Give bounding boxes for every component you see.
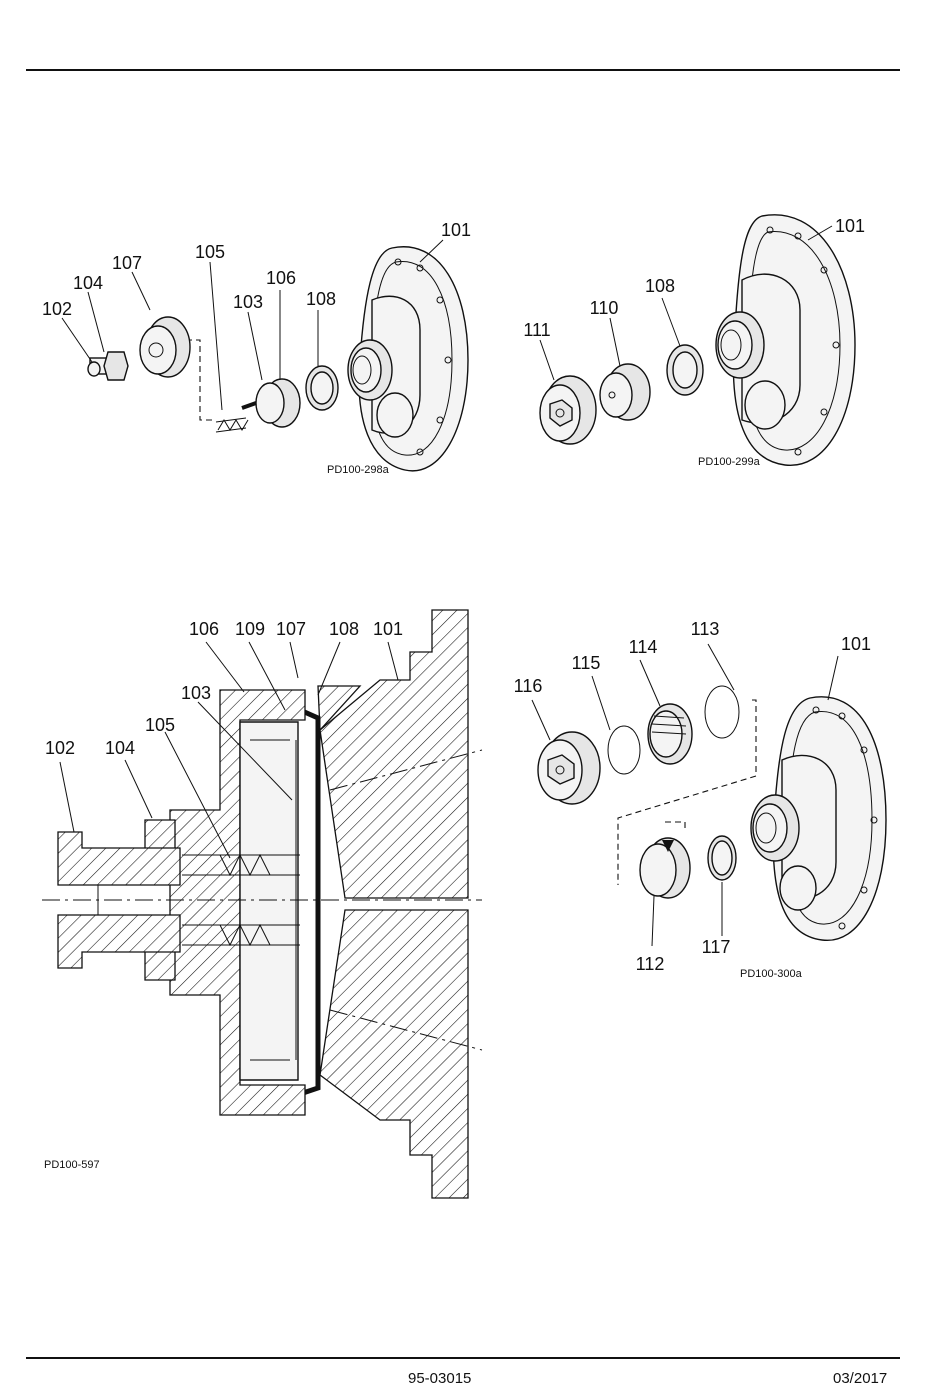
callout-105: 105 — [195, 243, 225, 261]
revision-date: 03/2017 — [833, 1370, 887, 1387]
callout-111: 111 — [523, 321, 550, 339]
housing-101-drawing — [348, 247, 468, 471]
plug-112-drawing — [640, 838, 690, 898]
exploded-view-valve-assembly: 101 107 105 104 106 102 103 108 PD100-29… — [0, 0, 480, 500]
callout-101: 101 — [373, 620, 403, 638]
callout-108: 108 — [645, 277, 675, 295]
callout-101: 101 — [841, 635, 871, 653]
callout-115: 115 — [572, 654, 601, 672]
exploded-view-relief-assembly: 113 114 101 115 116 112 117 PD100-300a — [490, 600, 950, 1000]
callout-107: 107 — [112, 254, 142, 272]
callout-106: 106 — [189, 620, 219, 638]
sectional-view-valve: 106 109 107 108 101 103 105 102 104 PD10… — [0, 600, 490, 1210]
plug-110-drawing — [600, 364, 650, 420]
callout-113: 113 — [691, 620, 720, 638]
poppet-103-drawing — [242, 379, 300, 427]
figure-reference: PD100-298a — [327, 464, 389, 476]
grease-nipple-102-drawing — [88, 352, 128, 380]
callout-102: 102 — [45, 739, 75, 757]
callout-110: 110 — [590, 299, 619, 317]
callout-112: 112 — [636, 955, 665, 973]
document-number: 95-03015 — [408, 1370, 471, 1387]
figure-reference: PD100-300a — [740, 968, 802, 980]
callout-116: 116 — [514, 677, 543, 695]
cap-111-drawing — [540, 376, 596, 444]
nut-104-section — [145, 820, 175, 850]
figure-reference: PD100-299a — [698, 456, 760, 468]
callout-102: 102 — [42, 300, 72, 318]
callout-101: 101 — [835, 217, 865, 235]
callout-114: 114 — [629, 638, 658, 656]
cap-116-drawing — [538, 732, 600, 804]
housing-101-drawing — [716, 215, 855, 466]
callout-109: 109 — [235, 620, 265, 638]
housing-101-section-lower — [320, 910, 468, 1198]
seat-114-drawing — [648, 704, 692, 764]
exploded-view-drawing — [0, 0, 480, 500]
callout-101: 101 — [441, 221, 471, 239]
callout-107: 107 — [276, 620, 306, 638]
o-ring-115-drawing — [608, 726, 640, 774]
o-ring-113-drawing — [705, 686, 739, 738]
figure-reference: PD100-597 — [44, 1159, 100, 1171]
callout-103: 103 — [233, 293, 263, 311]
callout-108: 108 — [329, 620, 359, 638]
callout-108: 108 — [306, 290, 336, 308]
housing-101-section — [320, 610, 468, 898]
callout-103: 103 — [181, 684, 211, 702]
cap-107-drawing — [140, 317, 190, 377]
callout-106: 106 — [266, 269, 296, 287]
callout-105: 105 — [145, 716, 175, 734]
sectional-view-drawing — [0, 600, 490, 1210]
callout-104: 104 — [105, 739, 135, 757]
spring-105-drawing — [216, 418, 248, 432]
footer-rule — [26, 1357, 900, 1359]
gasket-108-section — [300, 710, 318, 1094]
exploded-view-plug-assembly: 101 108 110 111 PD100-299a — [480, 0, 950, 500]
housing-101-drawing — [751, 697, 886, 940]
exploded-view-drawing — [480, 0, 950, 500]
callout-104: 104 — [73, 274, 103, 292]
callout-117: 117 — [702, 938, 731, 956]
